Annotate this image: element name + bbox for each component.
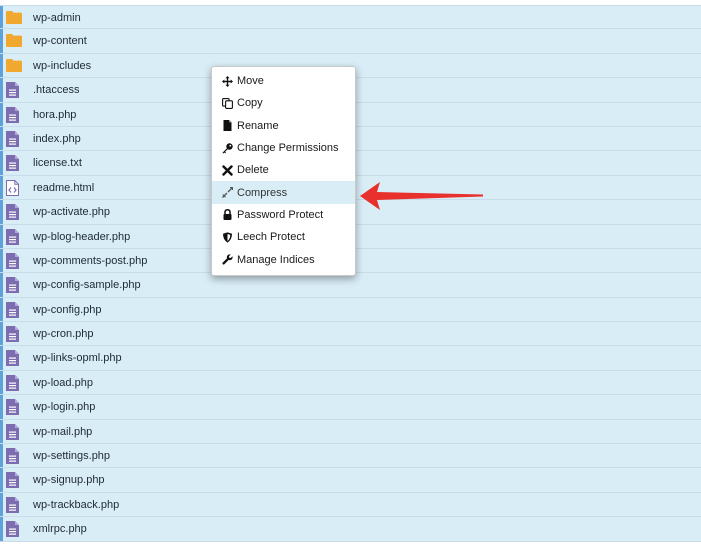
file-row[interactable]: wp-load.php — [0, 370, 701, 396]
menu-item-label: Rename — [237, 119, 279, 132]
red-arrow-annotation — [360, 182, 483, 210]
file-name[interactable]: wp-activate.php — [33, 206, 111, 219]
file-icon — [6, 106, 21, 123]
file-icon — [6, 82, 21, 99]
shield-icon — [222, 232, 233, 243]
file-row[interactable]: wp-login.php — [0, 395, 701, 420]
menu-item-move[interactable]: Move — [212, 70, 355, 92]
menu-item-label: Move — [237, 75, 264, 88]
file-row[interactable]: wp-cron.php — [0, 322, 701, 347]
file-icon — [6, 155, 21, 172]
file-name[interactable]: wp-includes — [33, 59, 92, 72]
menu-item-label: Compress — [237, 186, 288, 199]
move-icon — [222, 75, 233, 87]
menu-item-label: Change Permissions — [237, 142, 339, 155]
file-name[interactable]: wp-links-opml.php — [33, 352, 122, 365]
wrench-icon — [222, 254, 233, 265]
file-icon — [6, 472, 21, 489]
menu-item-compress[interactable]: Compress — [212, 181, 355, 204]
menu-item-label: Copy — [237, 97, 263, 110]
lock-icon — [222, 209, 233, 221]
file-icon — [6, 130, 21, 147]
menu-item-change-permissions[interactable]: Change Permissions — [212, 137, 355, 159]
copy-icon — [222, 97, 233, 109]
file-row[interactable]: wp-signup.php — [0, 468, 701, 493]
file-row[interactable]: wp-config.php — [0, 297, 701, 323]
file-icon — [6, 399, 21, 416]
html-file-icon — [6, 179, 21, 196]
file-row[interactable]: wp-mail.php — [0, 419, 701, 445]
file-icon — [6, 374, 21, 391]
file-name[interactable]: wp-config-sample.php — [33, 279, 141, 292]
file-row[interactable]: wp-admin — [0, 5, 701, 30]
file-icon — [6, 277, 21, 294]
menu-item-rename[interactable]: Rename — [212, 115, 355, 137]
file-name[interactable]: wp-content — [33, 35, 87, 48]
menu-item-copy[interactable]: Copy — [212, 92, 355, 114]
file-name[interactable]: readme.html — [33, 181, 95, 194]
file-icon — [6, 228, 21, 245]
folder-icon — [6, 33, 22, 49]
menu-item-label: Delete — [237, 164, 269, 177]
file-name[interactable]: wp-config.php — [33, 303, 102, 316]
file-icon — [6, 204, 21, 221]
folder-icon — [6, 58, 22, 74]
file-icon — [6, 326, 21, 343]
folder-icon — [6, 10, 22, 26]
menu-item-leech-protect[interactable]: Leech Protect — [212, 226, 355, 248]
file-icon — [6, 521, 21, 538]
file-name[interactable]: wp-trackback.php — [33, 498, 120, 511]
file-row[interactable]: wp-content — [0, 29, 701, 54]
file-name[interactable]: hora.php — [33, 108, 77, 121]
menu-item-password-protect[interactable]: Password Protect — [212, 204, 355, 226]
menu-item-label: Manage Indices — [237, 253, 315, 266]
file-name[interactable]: wp-comments-post.php — [33, 254, 148, 267]
file-name[interactable]: index.php — [33, 132, 81, 145]
file-name[interactable]: .htaccess — [33, 84, 80, 97]
file-name[interactable]: wp-load.php — [33, 376, 93, 389]
file-icon — [6, 423, 21, 440]
file-icon — [6, 301, 21, 318]
delete-icon — [222, 165, 233, 176]
file-icon — [6, 350, 21, 367]
menu-item-label: Leech Protect — [237, 231, 305, 244]
compress-icon — [222, 187, 233, 199]
file-row[interactable]: wp-settings.php — [0, 444, 701, 469]
file-icon — [6, 448, 21, 465]
file-name[interactable]: wp-mail.php — [33, 425, 93, 438]
file-name[interactable]: wp-blog-header.php — [33, 230, 131, 243]
file-name[interactable]: wp-settings.php — [33, 450, 111, 463]
file-row[interactable]: wp-config-sample.php — [0, 273, 701, 298]
file-name[interactable]: xmlrpc.php — [33, 523, 87, 536]
file-name[interactable]: wp-login.php — [33, 401, 96, 414]
file-name[interactable]: wp-signup.php — [33, 474, 105, 487]
file-name[interactable]: license.txt — [33, 157, 82, 170]
menu-item-delete[interactable]: Delete — [212, 159, 355, 181]
rename-icon — [222, 120, 233, 132]
menu-item-label: Password Protect — [237, 208, 324, 221]
file-row[interactable]: wp-links-opml.php — [0, 346, 701, 371]
file-row[interactable]: xmlrpc.php — [0, 517, 701, 542]
key-icon — [222, 142, 233, 154]
file-row[interactable]: wp-trackback.php — [0, 492, 701, 518]
file-name[interactable]: wp-admin — [33, 12, 81, 24]
menu-item-manage-indices[interactable]: Manage Indices — [212, 248, 355, 270]
file-icon — [6, 252, 21, 269]
file-name[interactable]: wp-cron.php — [33, 328, 94, 341]
file-icon — [6, 496, 21, 513]
